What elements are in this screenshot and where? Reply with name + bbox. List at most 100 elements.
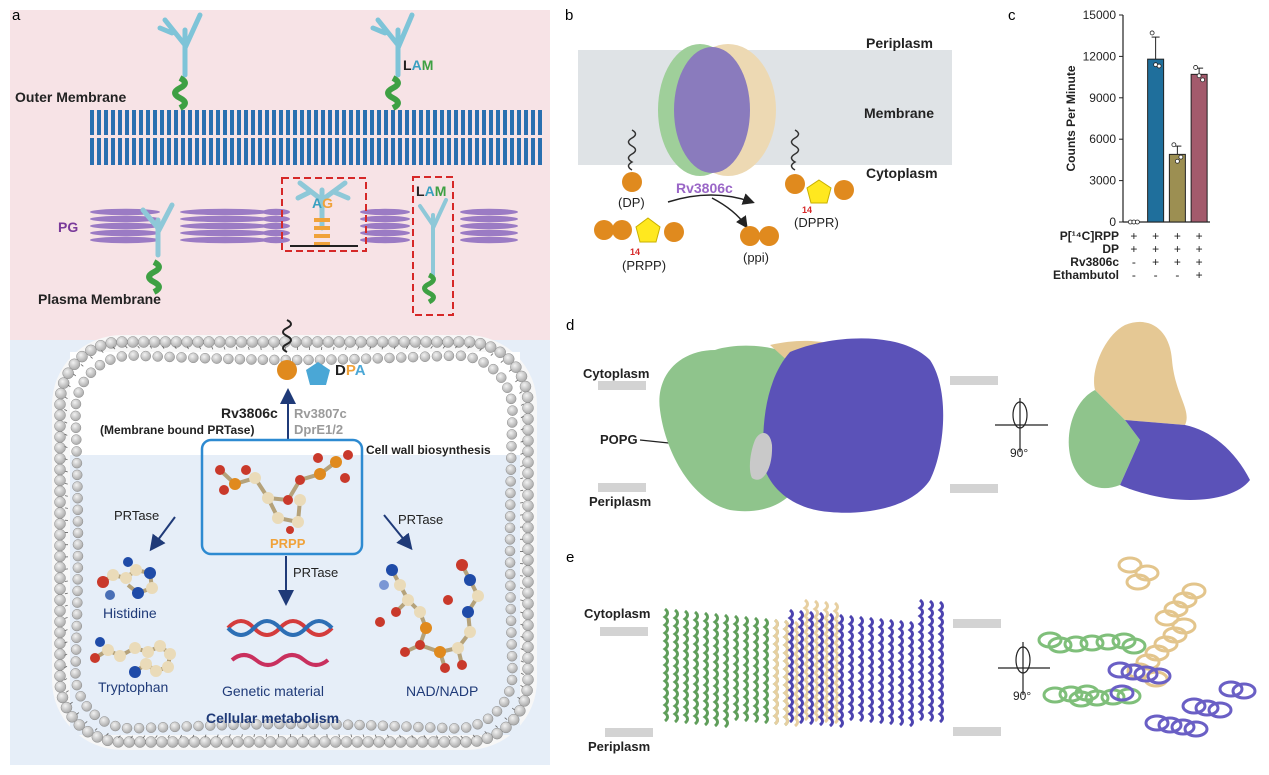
- histidine-molecule: [97, 557, 158, 600]
- rv3807c-label: Rv3807c: [294, 406, 347, 421]
- data-point: [1193, 65, 1199, 70]
- data-point: [1171, 142, 1177, 148]
- panel-a-letter: a: [12, 7, 21, 24]
- cryoem-density-top: [1068, 321, 1250, 500]
- ppi-release-arrow: [711, 197, 748, 229]
- peri-boundary-left-e: [605, 728, 653, 737]
- prtase-left-label: PRTase: [114, 508, 159, 523]
- panel-c-letter: c: [1008, 7, 1016, 24]
- condition-mark: +: [1174, 242, 1181, 256]
- lam-label-box: LAM: [416, 183, 446, 199]
- y-tick-label: 0: [1109, 215, 1116, 229]
- data-point: [1178, 154, 1184, 160]
- condition-mark: +: [1196, 229, 1203, 243]
- membrane-label: Membrane: [864, 105, 934, 121]
- dpa-arabinose: [306, 362, 330, 385]
- panel-b-letter: b: [565, 7, 573, 24]
- ribbon-model-top: [1037, 556, 1257, 738]
- plasma-membrane-lipids: [54, 336, 534, 748]
- pg-lam-anchor: [146, 259, 162, 295]
- cyto-boundary-right-e: [953, 619, 1001, 628]
- condition-mark: -: [1132, 268, 1136, 282]
- nad-molecule: [375, 559, 484, 673]
- rotate-90-icon-e: [998, 642, 1050, 695]
- condition-mark: +: [1196, 242, 1203, 256]
- e-rotation-label: 90°: [1013, 689, 1031, 703]
- outer-membrane-bilayer: [88, 110, 544, 165]
- d-cytoplasm-label: Cytoplasm: [583, 366, 649, 381]
- lam-molecule-left: [157, 12, 203, 78]
- cyto-boundary-left-d: [598, 381, 646, 390]
- prpp-b-label: (PRPP): [622, 258, 666, 273]
- peri-boundary-right-e: [953, 727, 1001, 736]
- tryptophan-label: Tryptophan: [98, 679, 168, 695]
- condition-label: DP: [1102, 242, 1119, 256]
- dppr-label: (DPPR): [794, 215, 839, 230]
- y-tick-label: 9000: [1089, 91, 1116, 105]
- cell-wall-label: Cell wall biosynthesis: [366, 443, 491, 457]
- y-tick-label: 12000: [1083, 49, 1117, 63]
- tryptophan-molecule: [90, 637, 176, 678]
- data-point: [1156, 63, 1162, 69]
- y-tick-label: 15000: [1083, 8, 1117, 22]
- pg-lam-molecule: [140, 202, 175, 258]
- ribbon-model-side: [662, 598, 944, 729]
- prtase-arrow-left: [149, 516, 176, 552]
- ag-galactan: [314, 218, 330, 246]
- dppr-c14-label: 14: [802, 205, 812, 215]
- y-axis-label: Counts Per Minute: [1064, 65, 1078, 171]
- peri-boundary-left-d: [598, 483, 646, 492]
- dna-helix: [226, 619, 334, 667]
- condition-mark: +: [1174, 229, 1181, 243]
- condition-mark: +: [1152, 229, 1159, 243]
- data-point: [1174, 158, 1180, 164]
- panel-d: d Cytoplasm Periplasm POPG 90°: [566, 317, 1250, 513]
- condition-mark: +: [1196, 255, 1203, 269]
- condition-mark: +: [1196, 268, 1203, 282]
- lam-anchor-right: [385, 75, 401, 111]
- prtase-arrow-right: [383, 514, 413, 551]
- y-tick-label: 6000: [1089, 132, 1116, 146]
- condition-mark: +: [1152, 255, 1159, 269]
- lam-box-anchor: [422, 272, 436, 305]
- condition-label: Rv3806c: [1070, 255, 1119, 269]
- peptidoglycan-layer: [90, 208, 518, 244]
- dp-phosphate: [622, 172, 642, 192]
- condition-mark: -: [1154, 268, 1158, 282]
- prpp-box: [200, 438, 364, 556]
- prtase-mid-label: PRTase: [293, 565, 338, 580]
- lam-highlight-box: [412, 176, 454, 316]
- prpp-molecule: [215, 450, 353, 534]
- dppr-phosphate: [785, 174, 805, 194]
- cyto-boundary-right-d: [950, 376, 998, 385]
- bar: [1168, 153, 1186, 223]
- condition-mark: +: [1130, 242, 1137, 256]
- lam-box-molecule: [418, 198, 448, 277]
- data-point: [1196, 73, 1202, 79]
- ag-label: AG: [312, 195, 333, 211]
- condition-mark: -: [1132, 255, 1136, 269]
- dp-label: (DP): [618, 195, 645, 210]
- genetic-material-label: Genetic material: [222, 683, 324, 699]
- panel-d-letter: d: [566, 317, 574, 334]
- prpp-c14-label: 14: [630, 247, 640, 257]
- ppi-label: (ppi): [743, 250, 769, 265]
- condition-mark: +: [1152, 242, 1159, 256]
- bar: [1190, 73, 1208, 223]
- dpa-phosphate: [277, 360, 297, 380]
- panel-e-letter: e: [566, 549, 574, 566]
- lam-molecule-right: [370, 12, 415, 78]
- protomer-purple: [674, 47, 750, 173]
- y-tick-label: 3000: [1089, 174, 1116, 188]
- bar: [1147, 58, 1165, 223]
- histidine-label: Histidine: [103, 605, 157, 621]
- nad-label: NAD/NADP: [406, 683, 478, 699]
- panel-e: e Cytoplasm Periplasm 90°: [566, 549, 1257, 754]
- dpa-label: DPA: [335, 362, 366, 379]
- panel-b: b Periplasm Membrane Cytoplasm Rv3806c (…: [565, 7, 952, 273]
- ag-branches: [295, 180, 351, 231]
- ag-highlight-box: [281, 177, 367, 252]
